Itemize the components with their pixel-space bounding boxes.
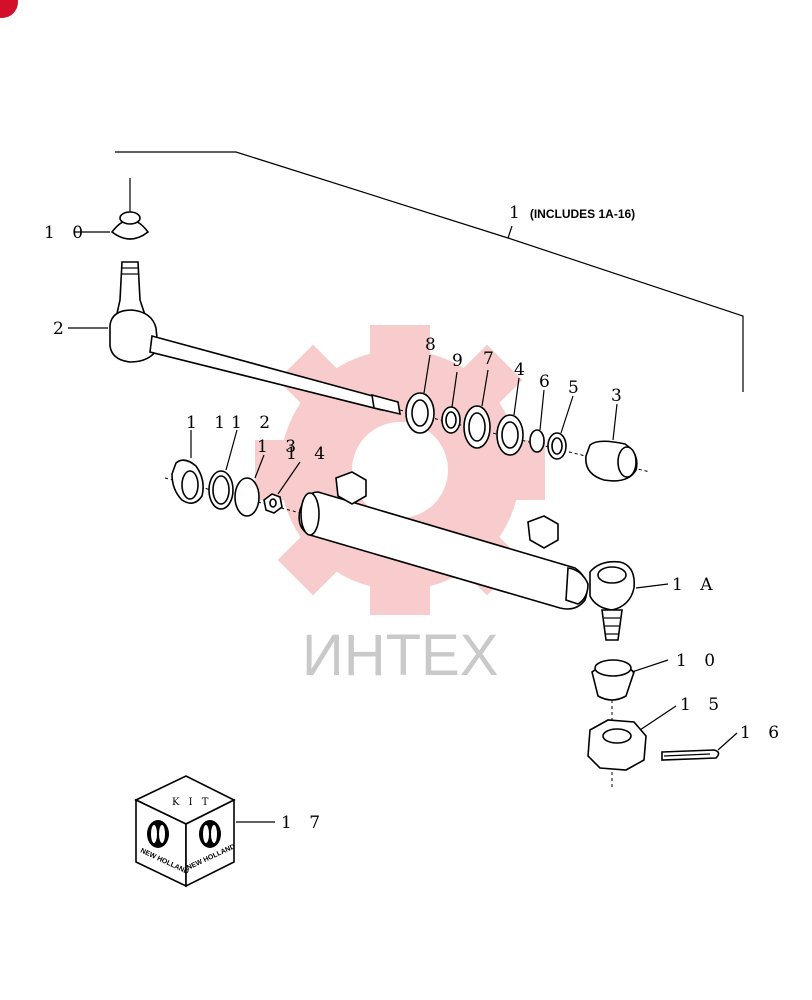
callout-6: 6: [539, 372, 556, 392]
callout-2: 2: [53, 319, 70, 339]
leader-1A: [635, 583, 669, 589]
seal-5-inner: [551, 437, 563, 455]
leader-7: [481, 369, 489, 407]
corner-badge: [0, 0, 18, 18]
leader-10-bottom: [631, 659, 669, 673]
castle-nut-15-hole: [602, 728, 632, 744]
leader-3: [612, 403, 618, 441]
callout-11: 1 1: [186, 413, 231, 433]
callout-4: 4: [514, 360, 531, 380]
tie-rod-thread: [371, 393, 401, 416]
leader-14: [277, 461, 301, 495]
rod-end-1A-bore: [597, 566, 627, 584]
callout-13: 1 3: [257, 437, 302, 457]
cylinder-collar: [565, 567, 589, 605]
leader-13: [254, 454, 265, 479]
new-holland-logo-icon: [147, 820, 169, 848]
seal-12-inner: [212, 475, 230, 505]
callout-10-top: 1 0: [44, 223, 89, 243]
leader-15: [639, 705, 677, 731]
callout-3: 3: [611, 386, 628, 406]
cotter-pin-split: [663, 753, 711, 757]
kit-box: K I T NEW HOLLAND NEW HOLLAND: [134, 775, 236, 888]
new-holland-logo-icon: [199, 820, 221, 848]
seal-4-inner: [501, 421, 519, 449]
cylinder-end-face: [300, 492, 320, 536]
callout-8: 8: [425, 335, 442, 355]
nut-14-hole: [269, 498, 277, 508]
tie-rod-end: [109, 309, 159, 363]
leader-9: [451, 371, 458, 408]
assembly-label: 1 (INCLUDES 1A-16): [509, 203, 635, 223]
callout-12: 1 2: [231, 413, 276, 433]
oring-13: [234, 477, 260, 517]
callout-5: 5: [568, 378, 585, 398]
leader-16: [717, 732, 738, 751]
seal-6: [529, 429, 545, 453]
leader-8: [423, 354, 431, 394]
dust-cover-top-hole: [119, 211, 141, 225]
seal-8-inner: [411, 399, 429, 427]
port-right: [527, 515, 559, 549]
rod-end-stud: [601, 609, 623, 641]
callout-15: 1 5: [680, 695, 725, 715]
assembly-bracket-tick: [507, 225, 513, 239]
kit-label: K I T: [172, 797, 211, 808]
seal-9-inner: [445, 411, 457, 429]
leader-12: [225, 429, 238, 471]
leader-6: [539, 389, 545, 431]
callout-7: 7: [483, 349, 500, 369]
leader-4: [513, 377, 520, 416]
callout-9: 9: [452, 351, 469, 371]
port-left: [335, 471, 367, 505]
castle-nut-15: [587, 719, 647, 771]
watermark-text: ИНТЕХ: [302, 623, 498, 688]
dust-cover-bottom-rim: [594, 659, 632, 677]
callout-14: 1 4: [286, 444, 331, 464]
leader-5: [560, 395, 574, 434]
piston-11-face: [181, 470, 199, 500]
callout-1A: 1 A: [672, 575, 719, 595]
gland-3-bore: [617, 446, 637, 478]
callout-17: 1 7: [281, 813, 326, 833]
callout-10-bottom: 1 0: [676, 651, 721, 671]
callout-16: 1 6: [740, 723, 785, 743]
seal-7-inner: [468, 412, 486, 442]
